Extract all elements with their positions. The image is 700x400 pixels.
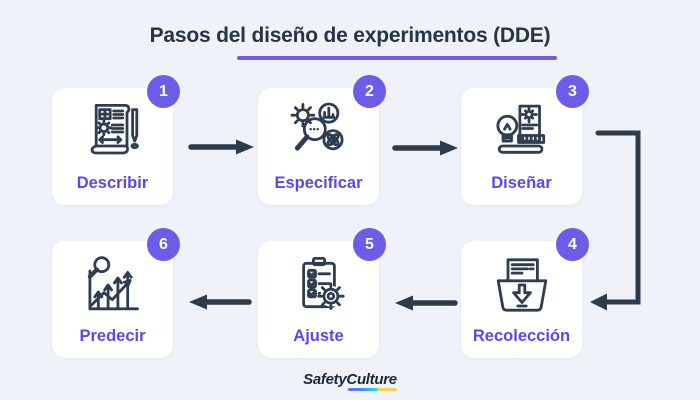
step-card-3: 3 Diseñar — [461, 75, 589, 205]
step-label: Describir — [76, 174, 149, 192]
step-label: Ajuste — [293, 327, 344, 345]
logo-underline — [348, 388, 397, 391]
step-number-badge: 4 — [556, 228, 589, 261]
document-spec-icon — [76, 97, 150, 167]
step-label: Especificar — [274, 174, 363, 192]
step-number-badge: 2 — [353, 75, 386, 108]
step-card-4: 4 Recolección — [461, 228, 589, 358]
safetyculture-logo: SafetyCulture — [0, 371, 700, 391]
step-card-2: 2 Especificar — [258, 75, 386, 205]
logo-text-safety: Safety — [303, 371, 347, 388]
arrow-left-icon-2 — [189, 294, 252, 310]
step-number-badge: 1 — [147, 75, 180, 108]
step-card-6: 6 Predecir — [52, 228, 180, 358]
arrow-down-connector-icon — [590, 130, 641, 311]
step-card-1: 1 Describir — [52, 75, 180, 205]
research-magnifier-icon — [282, 97, 356, 167]
logo-text-culture: Culture — [346, 371, 397, 388]
design-bulb-icon — [485, 97, 559, 167]
forecast-chart-icon — [76, 250, 150, 320]
title-underline — [237, 56, 557, 60]
clipboard-gear-icon — [282, 250, 356, 320]
step-card-5: 5 Ajuste — [258, 228, 386, 358]
step-label: Diseñar — [491, 174, 552, 192]
step-label: Recolección — [472, 327, 571, 345]
page-title: Pasos del diseño de experimentos (DDE) — [149, 24, 551, 47]
arrow-left-icon-1 — [395, 295, 458, 311]
step-number-badge: 5 — [353, 228, 386, 261]
folder-collect-icon — [485, 250, 559, 320]
step-number-badge: 3 — [556, 75, 589, 108]
step-label: Predecir — [79, 327, 146, 345]
arrow-right-icon-2 — [392, 140, 458, 156]
step-number-badge: 6 — [147, 228, 180, 261]
arrow-right-icon-1 — [188, 139, 254, 155]
